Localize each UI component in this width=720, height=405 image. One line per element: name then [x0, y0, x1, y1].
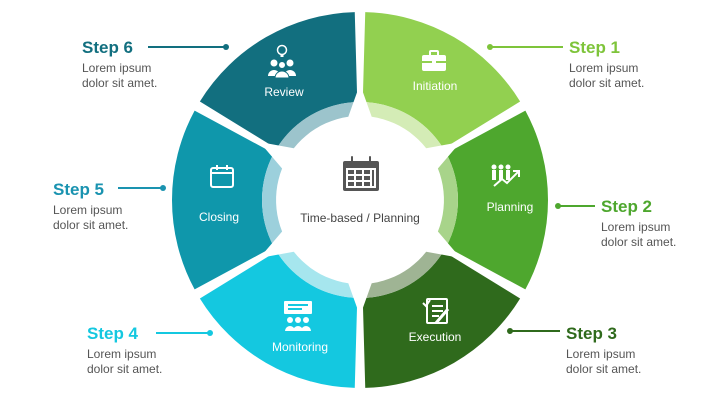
- step-5-desc: Lorem ipsum dolor sit amet.: [53, 203, 129, 232]
- segment-label-review: Review: [264, 85, 304, 99]
- calendar-check-icon: [210, 165, 234, 188]
- step-1-title: Step 1: [569, 38, 621, 57]
- step-1-block: Step 1 Lorem ipsum dolor sit amet.: [569, 38, 699, 91]
- center-hub: [259, 84, 461, 316]
- segment-label-closing: Closing: [199, 210, 239, 224]
- step-3-title: Step 3: [566, 324, 618, 343]
- step-4-block: Step 4 Lorem ipsum dolor sit amet.: [87, 324, 217, 377]
- step-2-title: Step 2: [601, 197, 653, 216]
- connector-dot-step-6: [223, 44, 229, 50]
- segment-planning: [446, 110, 548, 290]
- segment-initiation: [362, 12, 521, 149]
- step-5-block: Step 5 Lorem ipsum dolor sit amet.: [53, 180, 183, 233]
- connector-dot-step-2: [555, 203, 561, 209]
- segment-closing: [172, 110, 274, 290]
- step-6-title: Step 6: [82, 38, 134, 57]
- step-3-block: Step 3 Lorem ipsum dolor sit amet.: [566, 324, 696, 377]
- calendar-icon: [343, 156, 379, 191]
- center-label: Time-based / Planning: [300, 211, 420, 225]
- step-2-desc: Lorem ipsum dolor sit amet.: [601, 220, 677, 249]
- connector-dot-step-3: [507, 328, 513, 334]
- segment-label-execution: Execution: [409, 330, 462, 344]
- segment-label-planning: Planning: [487, 200, 534, 214]
- connector-dot-step-1: [487, 44, 493, 50]
- step-3-desc: Lorem ipsum dolor sit amet.: [566, 347, 642, 376]
- presentation-icon: [284, 301, 312, 331]
- segment-label-monitoring: Monitoring: [272, 340, 328, 354]
- step-6-block: Step 6 Lorem ipsum dolor sit amet.: [82, 38, 212, 91]
- connector-dot-step-5: [160, 185, 166, 191]
- step-5-title: Step 5: [53, 180, 105, 199]
- idea-team-icon: [268, 44, 296, 79]
- briefcase-icon: [422, 50, 446, 71]
- step-4-title: Step 4: [87, 324, 139, 343]
- center-hub-shape: [259, 84, 461, 316]
- team-growth-icon: [491, 164, 520, 187]
- segment-label-initiation: Initiation: [413, 79, 458, 93]
- step-2-block: Step 2 Lorem ipsum dolor sit amet.: [601, 197, 720, 250]
- step-1-desc: Lorem ipsum dolor sit amet.: [569, 61, 645, 90]
- connector-dot-step-4: [207, 330, 213, 336]
- step-6-desc: Lorem ipsum dolor sit amet.: [82, 61, 158, 90]
- step-4-desc: Lorem ipsum dolor sit amet.: [87, 347, 163, 376]
- segment-execution: [362, 251, 521, 388]
- segment-review: [199, 12, 358, 149]
- checklist-icon: [422, 298, 450, 324]
- segment-monitoring: [199, 251, 358, 388]
